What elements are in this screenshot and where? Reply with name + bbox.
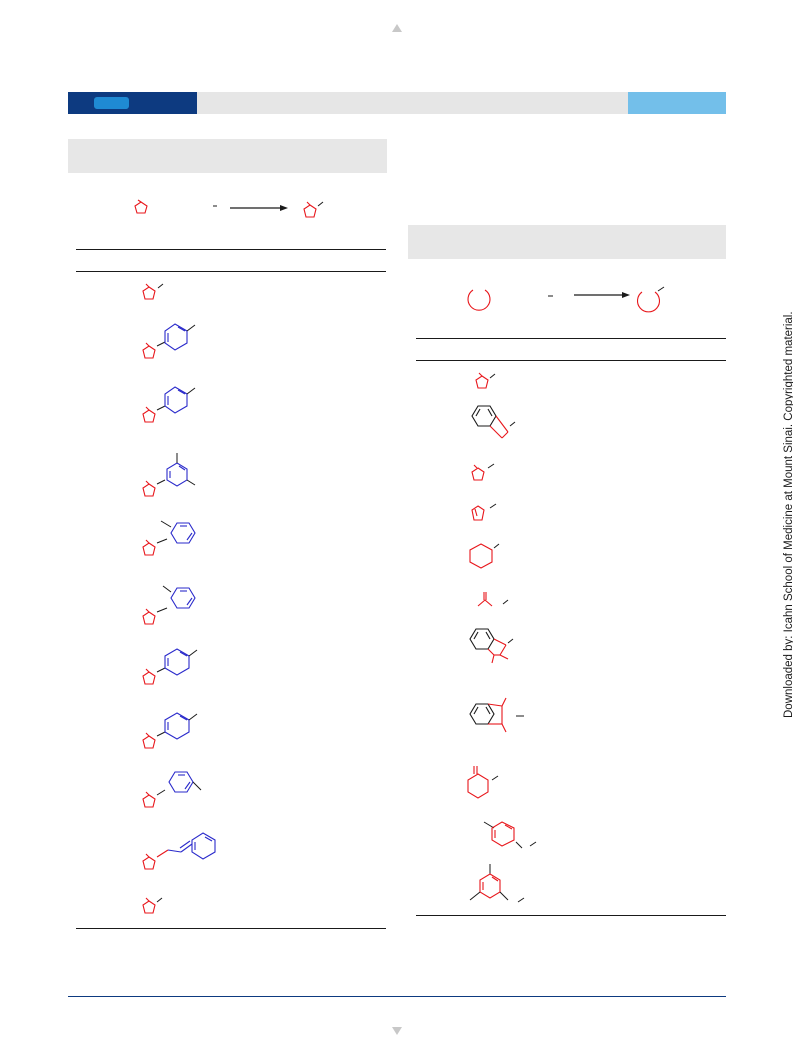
right-reaction-scheme <box>467 286 665 313</box>
left-entry-9-structure <box>142 771 202 808</box>
right-entry-11-structure <box>469 864 525 903</box>
left-entry-1-structure <box>142 283 164 300</box>
right-entry-6-structure <box>477 592 509 607</box>
right-table-top-rule <box>416 338 726 339</box>
right-entry-8-structure <box>469 697 524 733</box>
right-entry-9-structure <box>467 766 499 799</box>
right-entry-4-structure <box>471 503 497 521</box>
left-entry-2-structure <box>142 323 196 359</box>
page-next-icon[interactable] <box>392 1027 402 1035</box>
right-table-caption <box>408 225 726 259</box>
right-entry-5-structure <box>469 543 500 569</box>
footer-rule <box>68 996 726 997</box>
left-reaction-scheme <box>134 199 324 218</box>
left-entry-10-structure <box>142 832 216 870</box>
section-badge <box>94 97 129 109</box>
left-table-header-rule <box>76 271 386 272</box>
left-entry-11-structure <box>142 897 163 914</box>
right-table-header-rule <box>416 360 726 361</box>
right-entry-10-structure <box>483 821 537 849</box>
left-entry-3-structure <box>142 386 196 423</box>
left-table-caption <box>68 139 387 173</box>
header-journal-band <box>628 92 726 114</box>
journal-header-bar <box>68 92 197 114</box>
right-entry-3-structure <box>471 463 495 481</box>
page-prev-icon[interactable] <box>392 24 402 32</box>
left-table-top-rule <box>76 249 386 250</box>
right-entry-7-structure <box>469 628 514 664</box>
left-table-bottom-rule <box>76 928 386 929</box>
right-entry-1-structure <box>475 372 496 389</box>
header-running-title-band <box>197 92 628 114</box>
left-entry-5-structure <box>142 520 196 556</box>
download-watermark: Downloaded by: Icahn School of Medicine … <box>783 311 793 718</box>
left-entry-8-structure <box>142 712 198 749</box>
right-table-bottom-rule <box>416 915 726 916</box>
left-entry-4-structure <box>142 453 196 497</box>
right-entry-2-structure <box>471 405 516 439</box>
left-entry-6-structure <box>142 585 196 625</box>
left-entry-7-structure <box>142 648 198 685</box>
